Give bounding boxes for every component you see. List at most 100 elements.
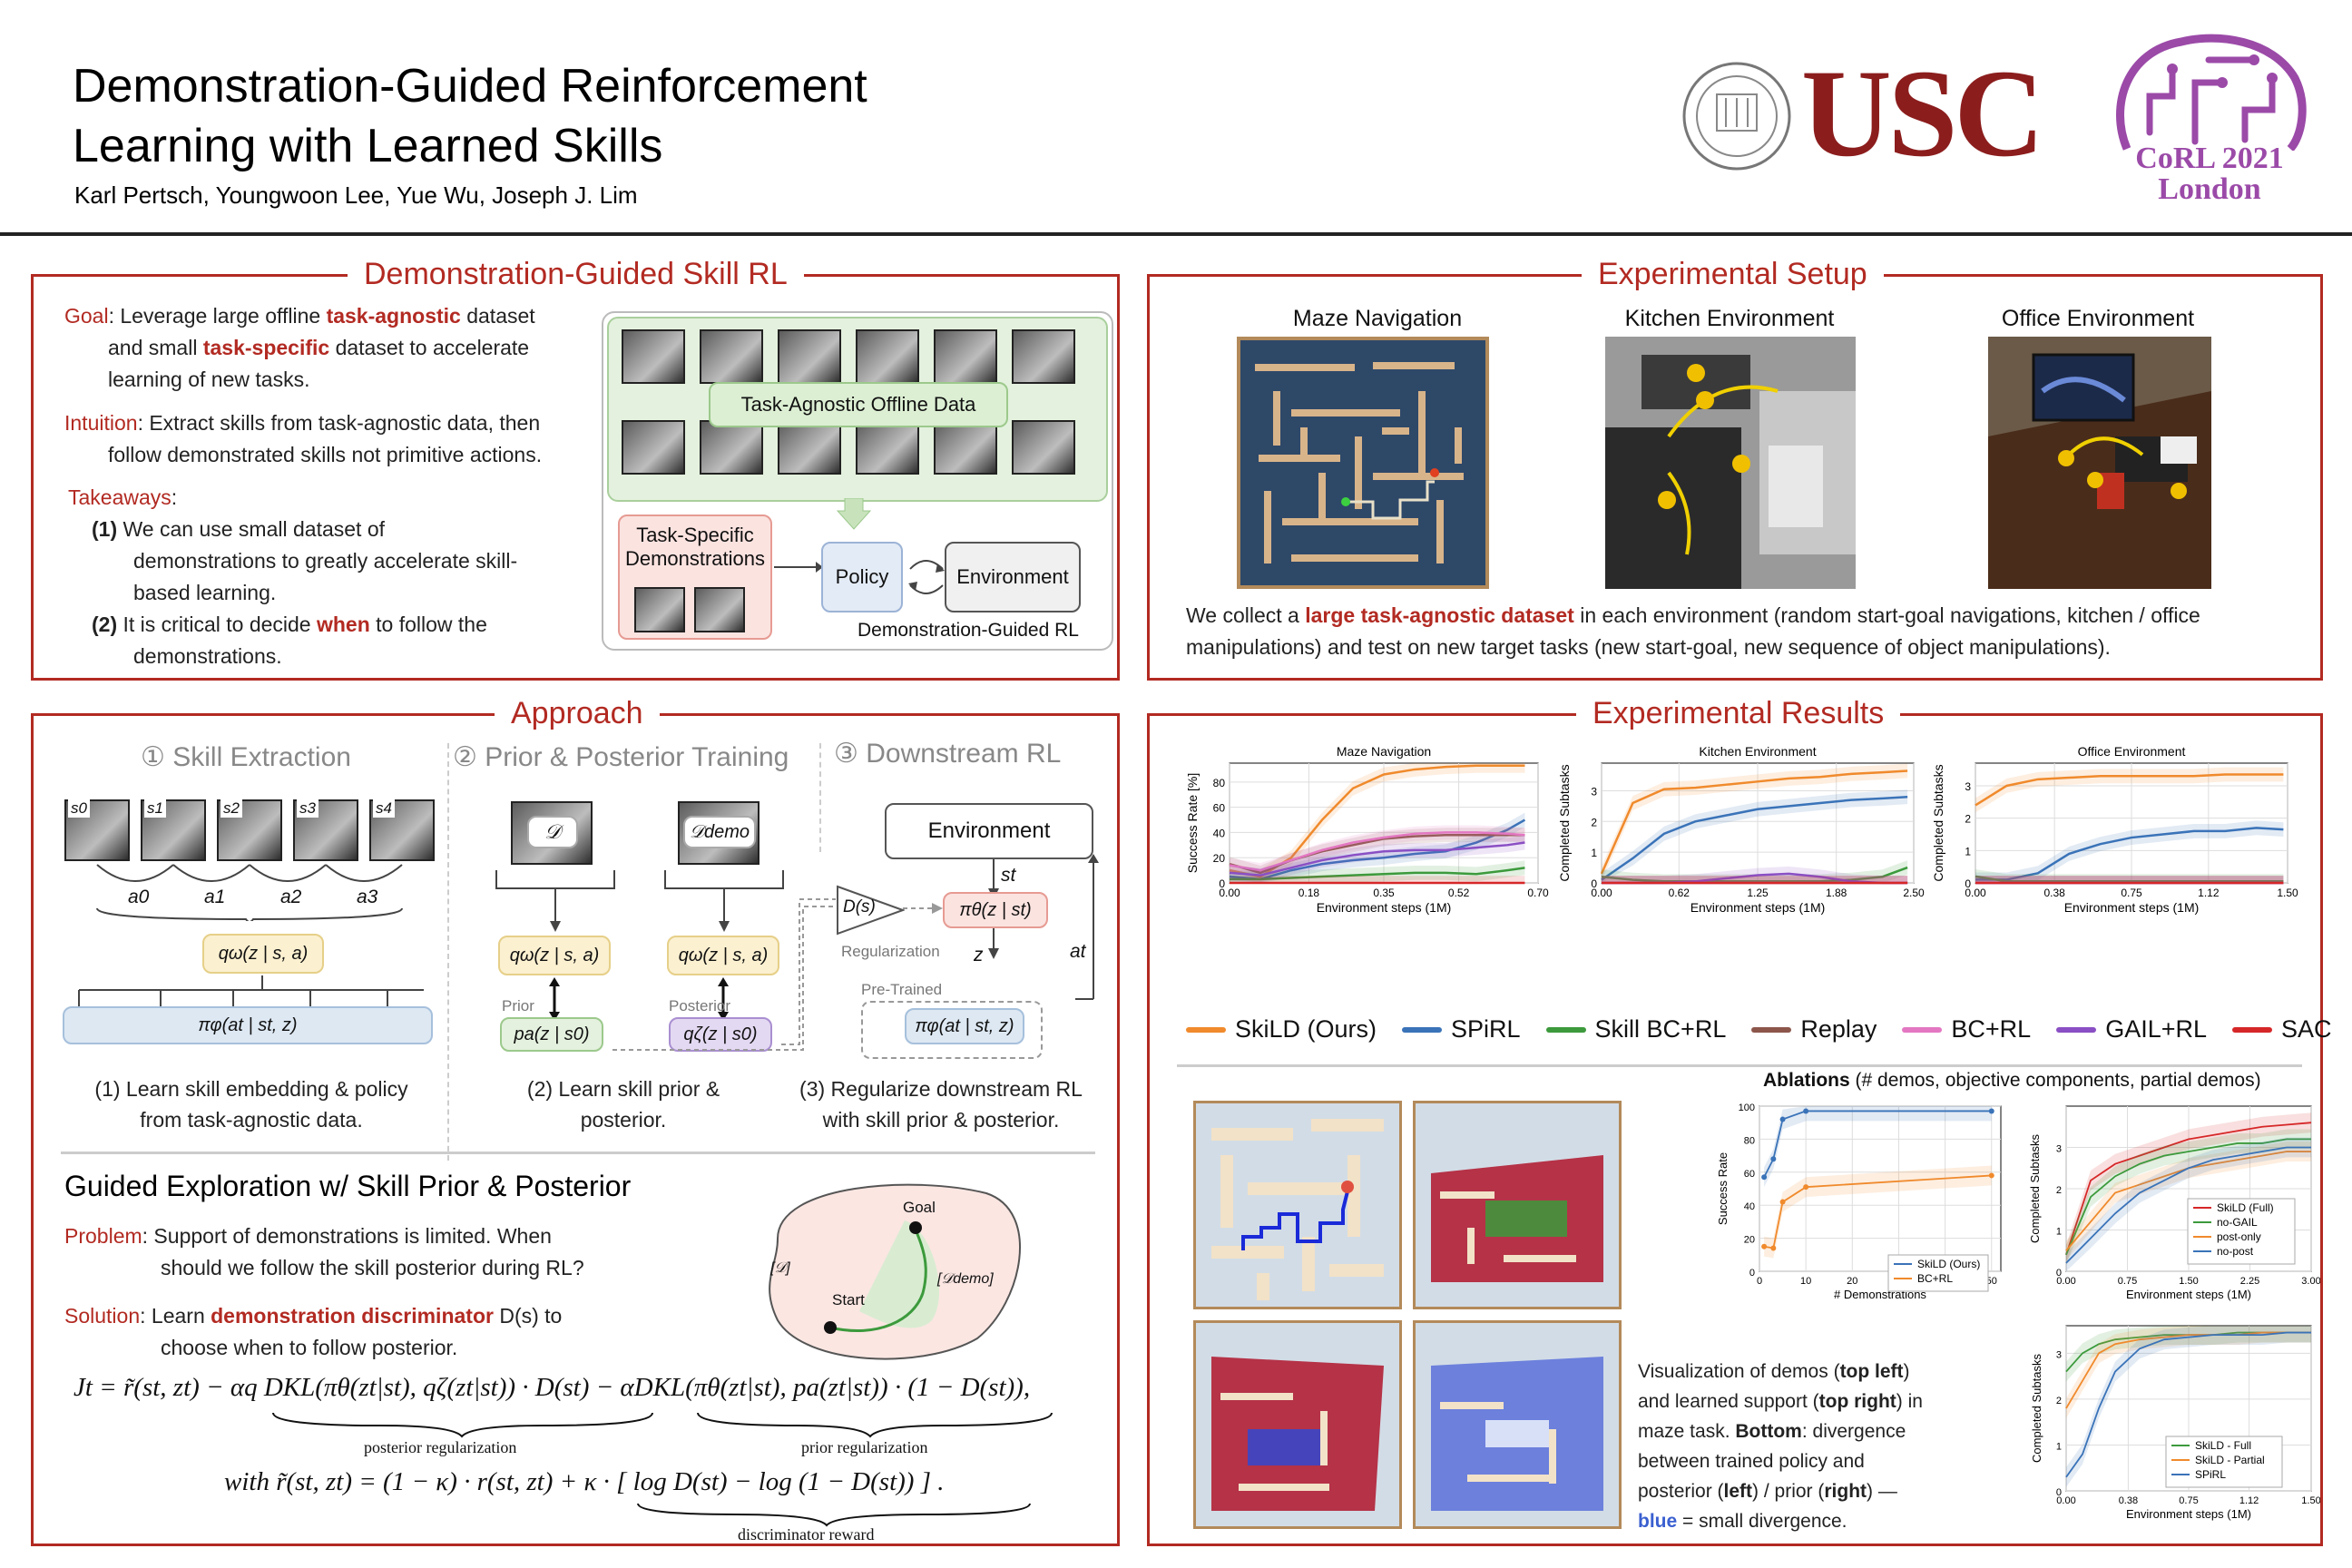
state-label: s2 [220,799,242,818]
vis-j: between trained policy and [1638,1451,1865,1472]
x-tick-label: 0.00 [1591,887,1612,899]
legend-item: Skill BC+RL [1545,1015,1727,1044]
x-tick-label: 1.50 [2277,887,2298,899]
intuition-b: follow demonstrated skills not primitive… [108,443,543,466]
corl-line-2: London [2158,172,2261,206]
chart-title: Office Environment [2078,744,2186,759]
env-label-kitchen: Kitchen Environment [1624,306,1835,331]
t1-num: (1) [92,517,118,541]
q-omega-box: qω(z | s, a) [202,934,324,974]
y-axis-label: Completed Subtasks [1557,764,1572,881]
dataset-Ddemo-label: 𝒟demo [683,816,756,848]
data-point [1988,1172,1994,1179]
legend-label: Skill BC+RL [1594,1015,1727,1043]
t1-b: demonstrations to greatly accelerate ski… [133,549,518,573]
q-omega-prior-box: qω(z | s, a) [498,936,611,975]
y-tick-label: 3 [2056,1144,2062,1155]
goal-label-fig: Goal [903,1199,936,1216]
series-line [1229,818,1526,881]
legend-label: BC+RL [1951,1015,2032,1043]
step-2-label: ② Prior & Posterior Training [453,742,789,772]
y-axis-label: Completed Subtasks [2030,1354,2043,1463]
y-tick-label: 60 [1744,1169,1755,1180]
environment-box: Environment [945,542,1081,612]
maze-env-image [1237,337,1489,589]
series-band [1975,876,2284,883]
problem-a: : Support of demonstrations is limited. … [142,1224,552,1248]
x-tick-label: 0.38 [2119,1495,2138,1506]
legend-label: SAC [2281,1015,2332,1043]
y-tick-label: 40 [1744,1201,1755,1212]
step3-arrows [612,854,1099,1051]
legend-label: SPiRL [1451,1015,1521,1043]
legend-swatch [2232,1026,2272,1033]
maze-support-vis [1413,1101,1622,1309]
data-point [1803,1108,1809,1114]
action-label: a2 [280,887,302,907]
series-band [1975,876,2284,883]
cap1-b: from task-agnostic data. [140,1108,363,1132]
equation-brace-2 [637,1503,1031,1527]
prior-reg-label: prior regularization [801,1438,928,1456]
y-tick-label: 0 [1749,1268,1755,1279]
legend-label: BC+RL [1917,1272,1953,1285]
kitchen-env-image [1605,337,1856,589]
intuition-text: Intuition: Extract skills from task-agno… [64,407,609,471]
y-tick-label: 2 [2056,1185,2062,1196]
series-line [1600,769,1908,875]
legend-item: SkiLD (Ours) [1186,1015,1377,1044]
x-tick-label: 0.75 [2121,887,2142,899]
chart-title: Maze Navigation [1337,744,1431,759]
set-Ddemo-label: [𝒟demo] [937,1271,994,1287]
panel-setup: Experimental Setup Maze Navigation Kitch… [1147,257,2323,681]
series-band [1975,876,2284,883]
title-line-2: Learning with Learned Skills [73,120,663,172]
y-tick-label: 0 [2056,1487,2062,1498]
step-3-label: ③ Downstream RL [834,739,1062,769]
series-band [1230,828,1525,880]
goal-c: dataset [460,304,535,328]
prior-box: pa(z | s0) [500,1017,603,1052]
goal-b: task-agnostic [326,304,461,328]
legend-box [2187,1198,2296,1265]
x-tick-label: 1.88 [1826,887,1847,899]
series-band [2066,1326,2311,1418]
legend-label: SkiLD (Ours) [1917,1258,1980,1270]
y-tick-label: 3 [1591,785,1597,798]
y-tick-label: 20 [1213,852,1226,865]
intuition-label: Intuition [64,411,138,435]
x-tick-label: 0.18 [1298,887,1320,899]
y-tick-label: 1 [2056,1441,2062,1452]
series-band [1602,763,1908,881]
x-tick-label: 0.00 [2056,1276,2075,1287]
environment-box-rl: Environment [885,803,1093,859]
x-axis-label: Environment steps (1M) [2126,1288,2251,1301]
maze-demos-vis [1193,1101,1402,1309]
demo-rl-caption: Demonstration-Guided RL [858,620,1079,641]
y-tick-label: 0 [1965,877,1971,890]
series-line [1975,875,2284,883]
legend-label: SkiLD - Full [2195,1439,2251,1452]
y-tick-label: 2 [2056,1396,2062,1406]
cap3-a: (3) Regularize downstream RL [799,1077,1083,1101]
legend-swatch [1902,1026,1943,1033]
vis-i: : divergence [1801,1421,1906,1442]
series-line [1601,866,1908,883]
x-axis-label: Environment steps (1M) [1690,900,1826,915]
y-tick-label: 80 [1213,777,1226,789]
guided-exploration-title: Guided Exploration w/ Skill Prior & Post… [64,1170,632,1202]
solution-d: choose when to follow posterior. [161,1336,458,1359]
demos-line-1: Task-Specific [636,524,754,546]
x-tick-label: 0.70 [1527,887,1549,899]
loop-arrows-icon [908,560,945,594]
chart-ablation-demos: 01020304050020406080100# DemonstrationsS… [1716,1102,2002,1301]
takeaways-label: Takeaways [68,485,172,509]
series-band [2066,1326,2311,1382]
series-band [1230,876,1525,883]
x-tick-label: 0.35 [1373,887,1395,899]
corl-text: CoRL 2021 London [2123,143,2296,205]
demo-thumb [634,587,685,632]
legend-label: Replay [1800,1015,1877,1043]
y-tick-label: 40 [1213,827,1226,839]
